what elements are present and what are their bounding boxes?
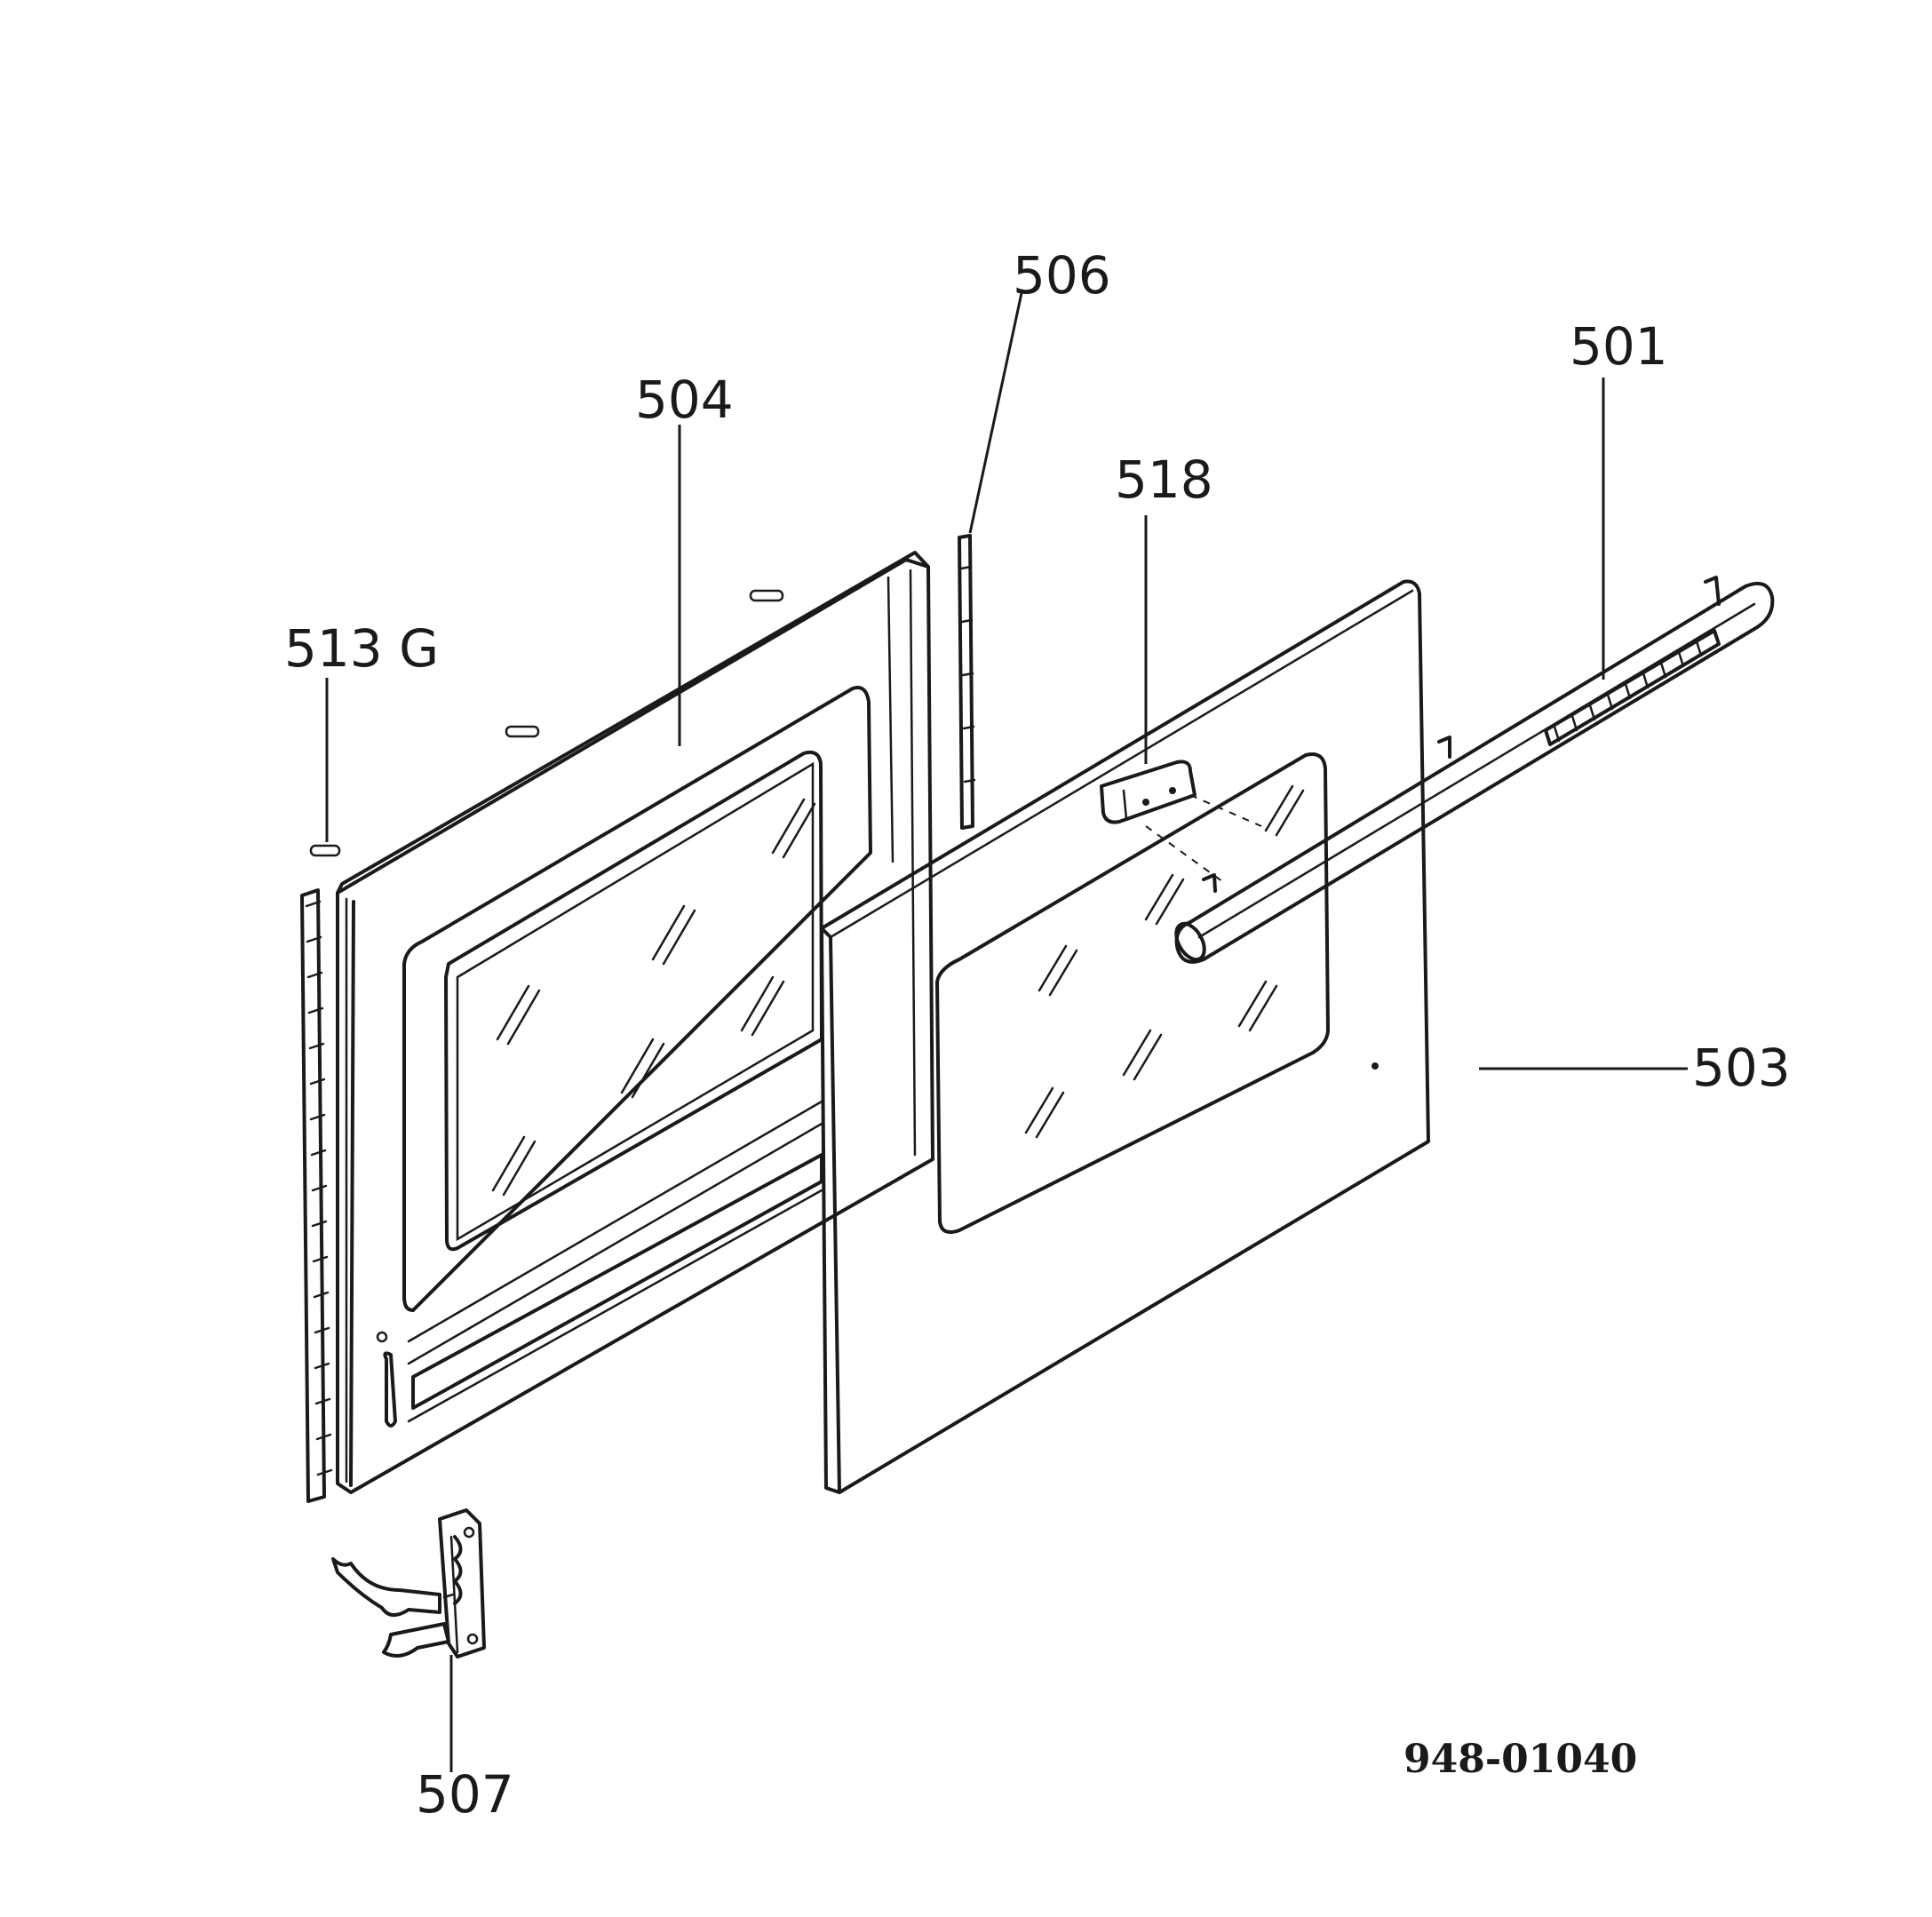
handle-bracket-518 (1100, 760, 1262, 885)
screw-icon (309, 589, 784, 857)
callout-506: 506 (1013, 245, 1111, 306)
glass-glare-marks-504 (491, 798, 816, 1197)
door-seal-513g (300, 888, 333, 1503)
outer-glass-door-503 (820, 579, 1430, 1494)
door-seal-506 (958, 534, 976, 830)
callout-513g: 513 G (284, 618, 439, 679)
leader-lines (325, 292, 1688, 1772)
callout-504: 504 (635, 370, 734, 430)
inner-door-panel-504 (336, 551, 934, 1494)
document-number: 948-01040 (1403, 1737, 1637, 1782)
glass-glare-marks-503 (1024, 784, 1305, 1139)
door-handle-501 (1174, 576, 1775, 964)
callout-507: 507 (416, 1764, 514, 1825)
door-hinge-507 (331, 1508, 486, 1658)
callout-518: 518 (1115, 449, 1213, 510)
callout-501: 501 (1570, 316, 1668, 377)
callout-503: 503 (1692, 1038, 1791, 1098)
